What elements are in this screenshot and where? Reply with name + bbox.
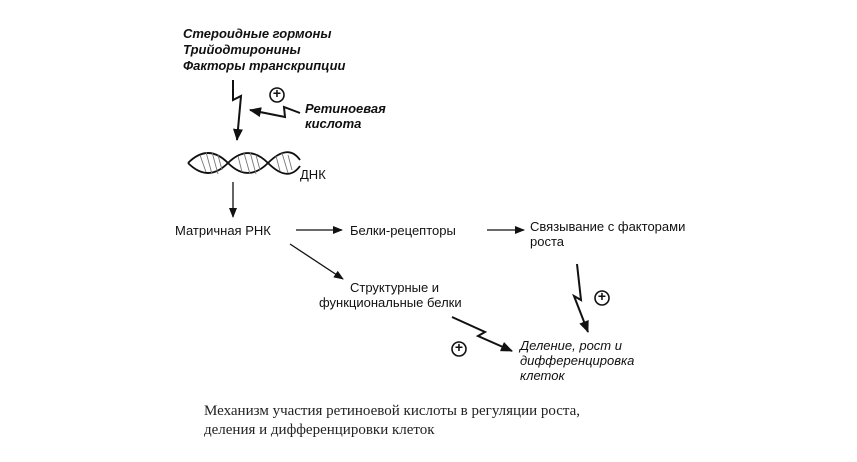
plus-sign-retinoic: + (272, 85, 282, 101)
structural-proteins-label-line2: функциональные белки (319, 295, 462, 310)
retinoic-acid-label-line1: Ретиноевая (305, 101, 386, 116)
input-steroid-hormones: Стероидные гормоны (183, 26, 332, 41)
plus-sign-binding: + (597, 288, 607, 304)
plus-sign-structural: + (454, 339, 464, 355)
plus-circle-binding (594, 290, 610, 306)
retinoic-acid-label-line2: кислота (305, 116, 362, 131)
plus-circle-retinoic (269, 87, 285, 103)
retinoic-acid-arrow (249, 105, 301, 119)
input-triiodothyronines: Трийодтиронины (183, 42, 301, 57)
mrna-label: Матричная РНК (175, 223, 271, 238)
plus-circle-structural (451, 341, 467, 357)
outcome-label-line1: Деление, рост и (520, 338, 622, 353)
caption-line1: Механизм участия ретиноевой кислоты в ре… (204, 403, 581, 419)
input-to-dna-arrow (232, 80, 243, 141)
receptor-proteins-label: Белки-рецепторы (350, 223, 456, 238)
growth-binding-label-line1: Связывание с факторами (530, 219, 686, 234)
structural-to-outcome-arrow (451, 316, 513, 352)
dna-label: ДНК (300, 167, 326, 182)
dna-helix-icon (187, 151, 301, 175)
outcome-label-line2: дифференцировка (520, 353, 635, 368)
mrna-to-structural-arrow (289, 243, 344, 280)
input-transcription-factors: Факторы транскрипции (183, 58, 346, 73)
binding-to-outcome-arrow (572, 263, 589, 333)
outcome-label-line3: клеток (520, 368, 565, 383)
structural-proteins-label-line1: Структурные и (350, 280, 440, 295)
caption-line2: деления и дифференцировки клеток (204, 422, 435, 438)
growth-binding-label-line2: роста (530, 234, 564, 249)
